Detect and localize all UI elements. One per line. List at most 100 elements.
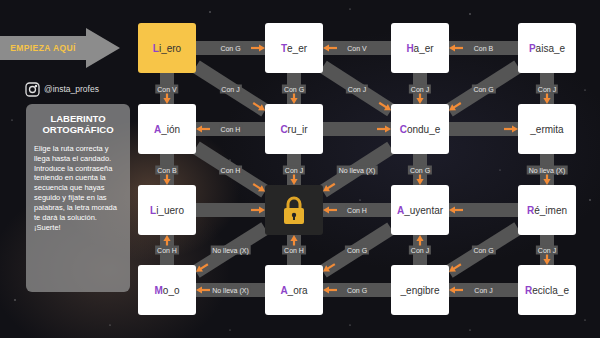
path-arrow <box>323 264 335 272</box>
path-band <box>323 67 391 111</box>
path-arrow <box>196 286 210 293</box>
arrow-shaft <box>504 128 513 130</box>
path-arrow <box>323 44 337 51</box>
instructions-panel: LABERINTO ORTOGRÁFICOElige la ruta corre… <box>26 104 130 292</box>
arrow-shaft <box>328 209 337 211</box>
path-arrow <box>323 206 337 213</box>
word-text: Li_ero <box>153 43 181 54</box>
path-label: Con H <box>345 206 369 215</box>
path-band <box>323 122 391 136</box>
word-text: Ré_imen <box>527 205 567 216</box>
arrow-shaft <box>201 128 210 130</box>
path-arrow <box>196 125 210 132</box>
word-box: A_ora <box>265 265 323 315</box>
path-label: Con G <box>471 84 495 93</box>
path-label: Con J <box>283 165 305 174</box>
path-label: Con J <box>472 286 494 295</box>
path-connector <box>449 66 518 110</box>
path-arrow <box>323 184 335 192</box>
path-arrow <box>379 103 391 111</box>
path-band <box>196 41 265 55</box>
path-label: No lleva (X) <box>210 246 251 255</box>
path-band <box>196 203 265 217</box>
panel-heading: LABERINTO ORTOGRÁFICO <box>34 113 122 136</box>
path-band <box>323 148 391 192</box>
arrow-shaft <box>454 47 463 49</box>
arrowhead <box>449 286 455 293</box>
path-connector <box>196 147 265 191</box>
word-text: Cru_ir <box>280 124 307 135</box>
path-band <box>196 147 265 191</box>
arrow-shaft <box>454 209 463 211</box>
word-box: Recicla_e <box>518 265 576 315</box>
arrowhead <box>449 44 455 51</box>
arrowhead <box>449 265 456 271</box>
path-connector <box>323 228 391 271</box>
word-text: Paisa_e <box>529 43 565 54</box>
path-connector <box>449 129 518 130</box>
arrowhead <box>196 265 203 271</box>
arrowhead <box>449 206 455 213</box>
path-arrow <box>377 125 391 132</box>
path-arrow <box>449 264 461 271</box>
path-label: Con J <box>409 246 431 255</box>
path-connector <box>323 67 391 111</box>
word-text: A_ión <box>154 124 180 135</box>
arrow-shaft <box>200 264 208 269</box>
arrow-shaft <box>328 47 337 49</box>
path-arrow <box>449 206 463 213</box>
path-label: Con H <box>219 125 243 134</box>
path-label: Con G <box>471 246 495 255</box>
word-box: Mo_o <box>138 265 196 315</box>
path-label: No lleva (X) <box>210 286 251 295</box>
path-connector <box>323 129 391 130</box>
path-connector <box>196 66 265 110</box>
path-connector <box>449 228 518 271</box>
arrow-shaft <box>379 103 387 108</box>
arrow-shaft <box>253 103 261 108</box>
word-box: Paisa_e <box>518 23 576 73</box>
path-label: Con J <box>536 246 558 255</box>
path-arrow <box>251 206 265 213</box>
path-label: Con J <box>219 84 241 93</box>
arrow-shaft <box>327 184 335 189</box>
arrow-shaft <box>453 264 461 269</box>
arrowhead <box>323 44 329 51</box>
path-band <box>196 66 265 110</box>
arrow-shaft <box>454 289 463 291</box>
arrow-layer <box>163 44 550 293</box>
word-text: _engibre <box>401 285 440 296</box>
path-band <box>323 283 391 297</box>
path-arrow <box>251 44 265 51</box>
path-band <box>323 203 391 217</box>
path-arrow <box>504 125 518 132</box>
path-band <box>449 41 518 55</box>
arrowhead <box>384 104 391 110</box>
start-word-box: Li_ero <box>138 23 196 73</box>
band-layer <box>167 48 547 290</box>
path-label: Con G <box>408 165 432 174</box>
path-label: Con H <box>219 165 243 174</box>
path-band <box>449 122 518 136</box>
path-band <box>196 283 265 297</box>
path-band <box>196 122 265 136</box>
path-connector <box>196 228 265 271</box>
word-box: A_uyentar <box>391 185 449 235</box>
arrow-shaft <box>251 47 260 49</box>
path-label: No lleva (X) <box>527 165 568 174</box>
path-arrow <box>449 286 463 293</box>
arrow-shaft <box>327 264 335 269</box>
path-label: Con J <box>536 84 558 93</box>
path-label: Con V <box>155 84 178 93</box>
path-label: Con J <box>346 84 368 93</box>
path-arrow <box>253 103 265 111</box>
word-box: Ré_imen <box>518 185 576 235</box>
word-text: Ha_er <box>406 43 433 54</box>
instagram-icon <box>26 83 39 96</box>
word-text: Mo_o <box>154 285 179 296</box>
word-box: Condu_e <box>391 104 449 154</box>
path-label: Con B <box>155 165 178 174</box>
arrowhead <box>323 286 329 293</box>
arrowhead <box>163 235 170 241</box>
arrow-shaft <box>377 128 386 130</box>
